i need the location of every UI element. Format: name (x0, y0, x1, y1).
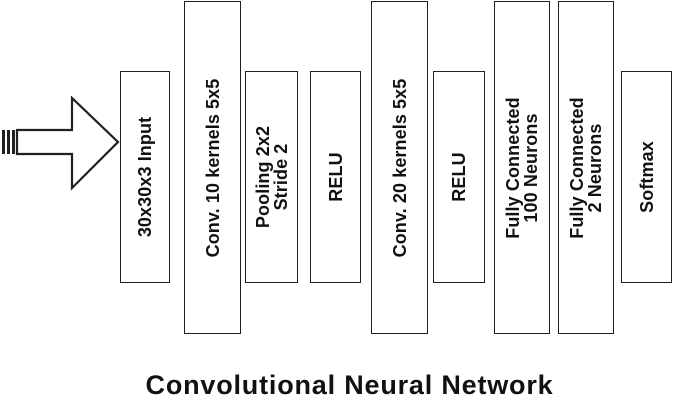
layer-pool-label: Pooling 2x2 Stride 2 (252, 125, 291, 229)
layer-conv2-label: Conv. 20 kernels 5x5 (389, 78, 410, 257)
layer-fc2-label: Fully Connected 2 Neurons (567, 96, 605, 239)
layer-fc1-label: Fully Connected 100 Neurons (503, 96, 541, 239)
diagram-caption: Convolutional Neural Network (145, 370, 554, 400)
layer-fc2-label-line-1: Fully Connected (567, 96, 587, 239)
layer-fc2-label-line-2: 2 Neurons (585, 123, 605, 212)
layer-input: 30x30x3 Input (120, 71, 170, 283)
layer-softmax-label-line-1: Softmax (636, 141, 657, 213)
layer-conv1: Conv. 10 kernels 5x5 (184, 1, 241, 334)
layer-input-label-line-1: 30x30x3 Input (135, 116, 155, 238)
layer-fc1-label-line-1: Fully Connected (503, 96, 523, 239)
input-arrow-icon (2, 96, 120, 191)
layer-relu1-label: RELU (325, 152, 346, 202)
layer-conv2-label-line-1: Conv. 20 kernels 5x5 (389, 78, 410, 257)
layer-relu1-label-line-1: RELU (325, 152, 346, 202)
layer-relu2: RELU (433, 71, 485, 283)
layer-fc1: Fully Connected 100 Neurons (494, 1, 550, 334)
layer-softmax: Softmax (621, 71, 672, 283)
layer-conv2: Conv. 20 kernels 5x5 (371, 1, 428, 334)
layer-relu2-label-line-1: RELU (449, 152, 469, 202)
layer-fc2: Fully Connected 2 Neurons (558, 1, 614, 334)
layer-relu2-label: RELU (449, 152, 469, 202)
layer-pool: Pooling 2x2 Stride 2 (245, 71, 298, 283)
layer-pool-label-line-1: Pooling 2x2 (252, 125, 273, 229)
layer-input-label: 30x30x3 Input (135, 116, 155, 238)
layer-relu1: RELU (310, 71, 361, 283)
layer-conv1-label-line-1: Conv. 10 kernels 5x5 (202, 78, 223, 257)
layer-fc1-label-line-2: 100 Neurons (521, 112, 541, 223)
layer-softmax-label: Softmax (636, 141, 657, 213)
layer-pool-label-line-2: Stride 2 (270, 143, 291, 211)
layer-conv1-label: Conv. 10 kernels 5x5 (202, 78, 223, 257)
